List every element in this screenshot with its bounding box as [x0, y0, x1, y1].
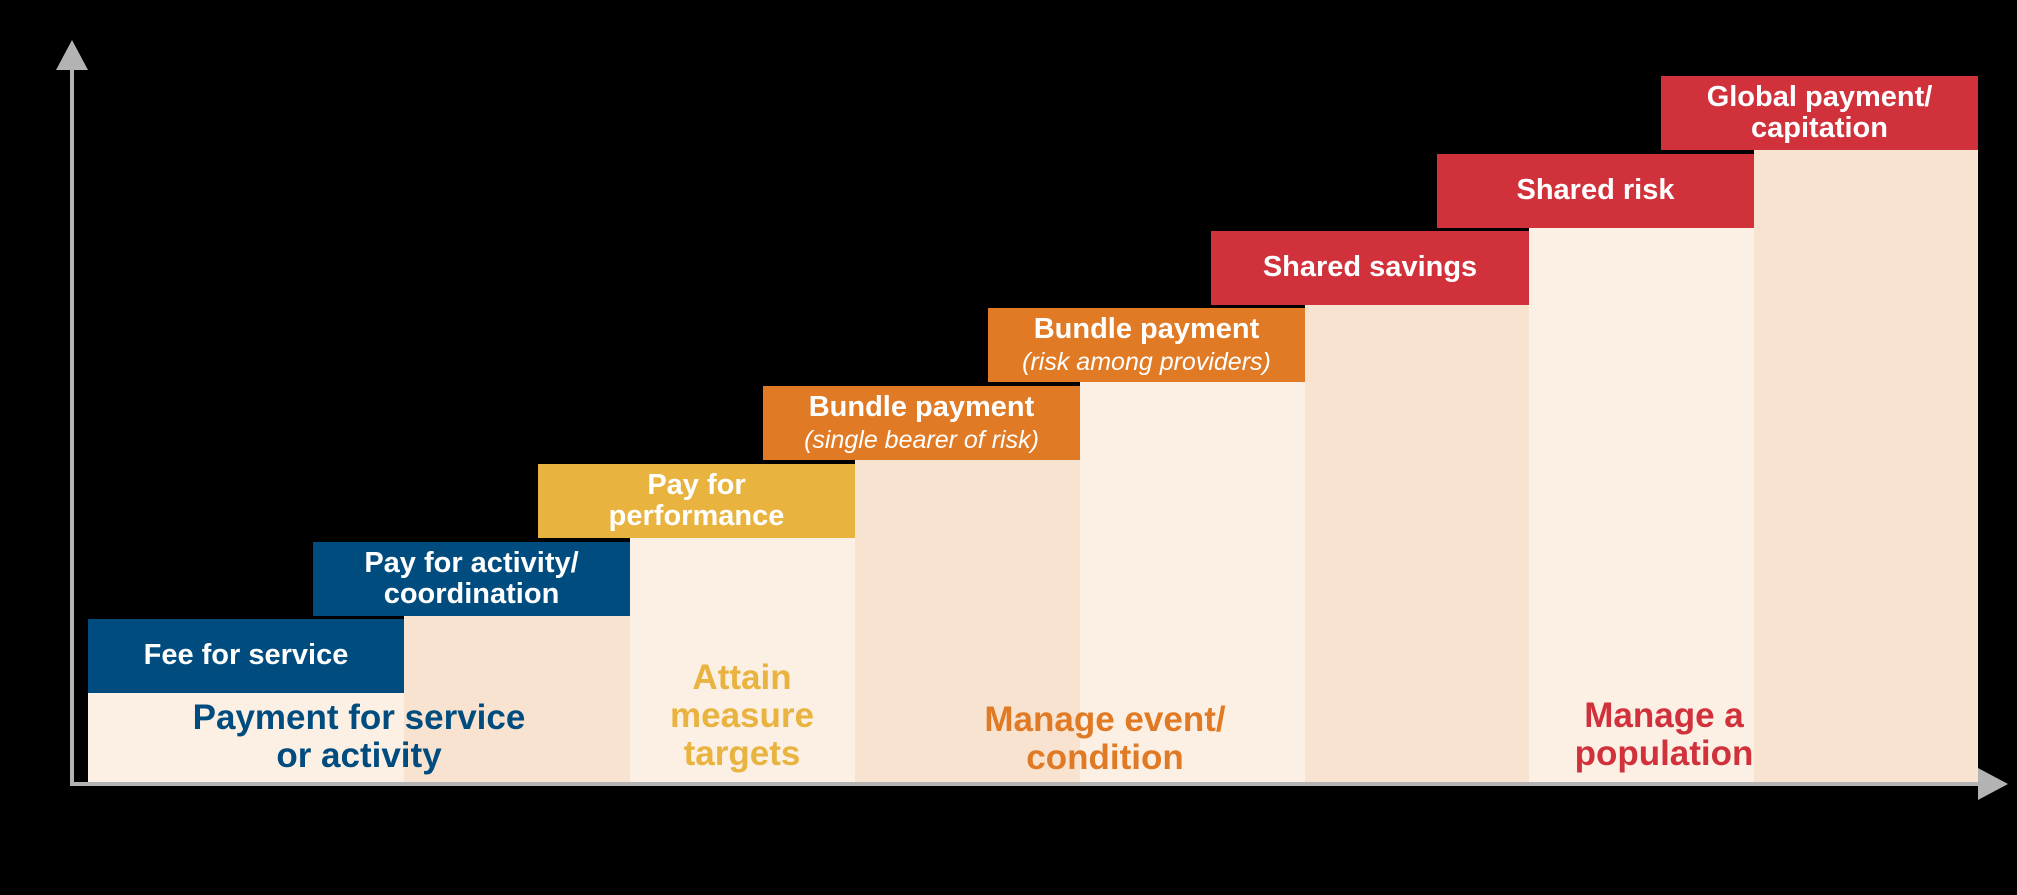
stair-column [1080, 381, 1305, 784]
step-box-global-payment: Global payment/ capitation [1661, 76, 1978, 150]
step-label: Global payment/ capitation [1706, 80, 1933, 144]
stair-column [88, 692, 404, 784]
step-label: Pay for performance [608, 468, 785, 532]
stair-column [855, 459, 1080, 784]
step-label: Shared risk [1516, 174, 1675, 207]
category-manage-event: Manage event/ condition [984, 700, 1226, 777]
step-box-pay-for-activity: Pay for activity/ coordination [313, 542, 630, 616]
step-box-pay-for-performance: Pay for performance [538, 464, 855, 538]
step-box-fee-for-service: Fee for service [88, 619, 404, 693]
step-label: Pay for activity/ coordination [364, 546, 579, 610]
stair-column [1754, 150, 1978, 784]
y-axis-arrow-icon [56, 40, 88, 70]
step-sublabel: (single bearer of risk) [804, 426, 1039, 455]
stair-column [630, 537, 855, 784]
step-box-bundle-single: Bundle payment (single bearer of risk) [763, 386, 1080, 460]
category-attain-measure-targets: Attain measure targets [670, 658, 814, 773]
x-axis-arrow-icon [1978, 768, 2008, 800]
stair-column [1529, 227, 1754, 784]
step-sublabel: (risk among providers) [1022, 348, 1271, 377]
y-axis-line [70, 62, 74, 786]
category-manage-population: Manage a population [1574, 696, 1754, 773]
step-box-shared-savings: Shared savings [1211, 231, 1529, 305]
category-payment-for-service: Payment for service or activity [192, 698, 526, 775]
step-label: Bundle payment [1033, 312, 1260, 345]
x-axis-line [70, 782, 1980, 786]
step-box-bundle-providers: Bundle payment (risk among providers) [988, 308, 1305, 382]
step-label: Fee for service [143, 639, 349, 672]
step-box-shared-risk: Shared risk [1437, 154, 1754, 228]
stair-column [404, 615, 630, 784]
stair-column [1305, 304, 1529, 784]
step-label: Shared savings [1262, 251, 1478, 284]
step-label: Bundle payment [808, 390, 1035, 423]
